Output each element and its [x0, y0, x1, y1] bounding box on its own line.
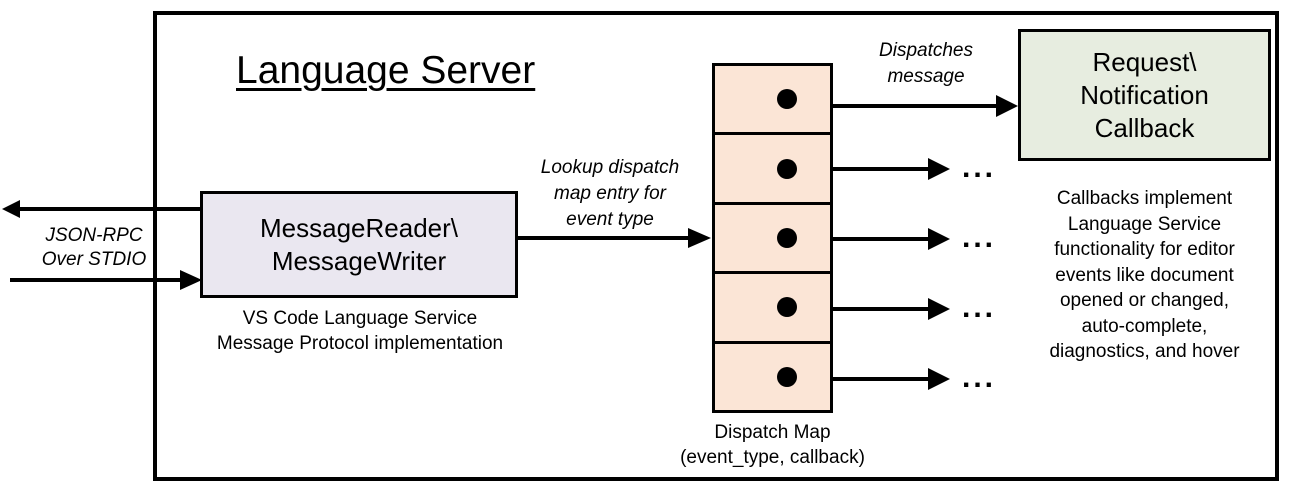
table-row[interactable]	[715, 204, 830, 275]
callback-dot-icon	[777, 297, 797, 318]
dispatches-message-label: Dispatches message	[879, 40, 973, 87]
ellipsis-row-2: ...	[962, 151, 997, 184]
table-row[interactable]	[715, 135, 830, 205]
dispatch-map-caption: Dispatch Map (event_type, callback)	[680, 422, 865, 468]
ellipsis-row-5: ...	[962, 361, 997, 394]
language-server-frame	[153, 11, 1279, 481]
request-notification-callback-label: Request\ Notification Callback	[1080, 46, 1209, 143]
message-reader-writer-box[interactable]: MessageReader\ MessageWriter	[200, 191, 518, 298]
callback-description-text: Callbacks implement Language Service fun…	[1049, 188, 1240, 362]
lookup-dispatch-label: Lookup dispatch map entry for event type	[540, 157, 680, 230]
message-reader-writer-caption: VS Code Language Service Message Protoco…	[216, 308, 504, 354]
table-row[interactable]	[715, 66, 830, 136]
ellipsis-row-3: ...	[962, 221, 997, 254]
table-row[interactable]	[715, 343, 830, 411]
message-reader-writer-label: MessageReader\ MessageWriter	[260, 212, 458, 276]
table-row[interactable]	[715, 274, 830, 344]
callback-dot-icon	[777, 158, 797, 179]
dispatch-map-table[interactable]	[712, 63, 833, 413]
request-notification-callback-box[interactable]: Request\ Notification Callback	[1018, 29, 1271, 161]
callback-dot-icon	[777, 228, 797, 249]
jsonrpc-transport-label: JSON-RPC Over STDIO	[41, 225, 147, 270]
page-title: Language Server	[236, 49, 536, 92]
callback-dot-icon	[777, 89, 797, 110]
callback-dot-icon	[777, 366, 797, 387]
ellipsis-row-4: ...	[962, 291, 997, 324]
